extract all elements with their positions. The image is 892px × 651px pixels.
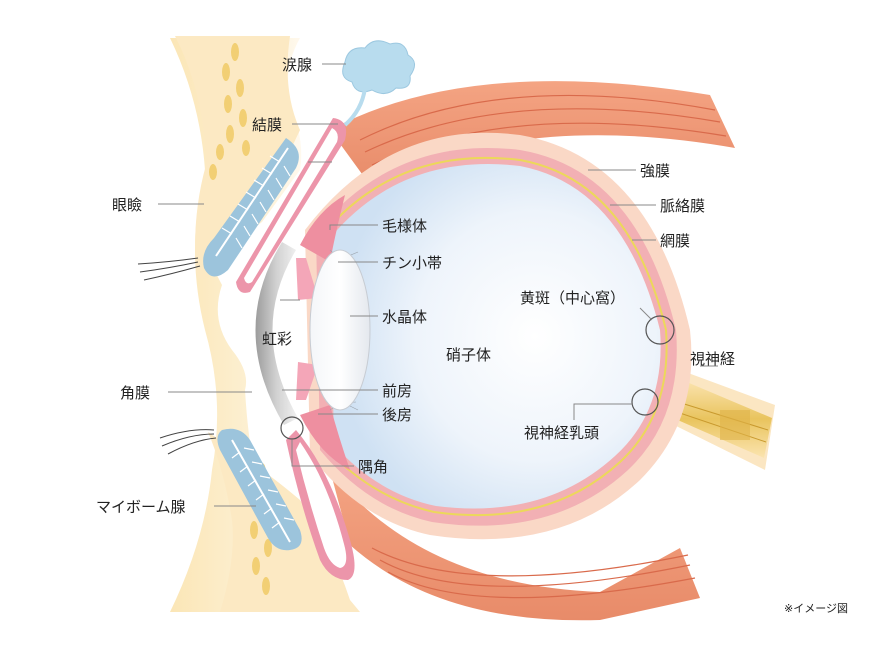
eyeball [305, 132, 692, 540]
label-posterior-chamber: 後房 [382, 406, 412, 424]
label-eyelid: 眼瞼 [112, 196, 142, 214]
label-cornea: 角膜 [120, 384, 150, 402]
macula-marker [645, 315, 675, 345]
image-note: ※イメージ図 [784, 602, 848, 615]
meibomian-gland-lower [217, 428, 302, 551]
leader-lines [158, 63, 718, 507]
optic-disc-marker [631, 388, 659, 416]
label-angle: 隅角 [358, 458, 388, 476]
label-ciliary-body: 毛様体 [382, 217, 427, 235]
conjunctiva-lower [286, 430, 355, 580]
label-zonule: チン小帯 [382, 254, 442, 272]
lacrimal-gland [342, 40, 415, 127]
label-macula: 黄斑（中心窩） [520, 289, 625, 307]
label-sclera: 強膜 [640, 162, 670, 180]
lower-muscle [330, 470, 700, 621]
meibomian-gland-upper [203, 138, 299, 277]
anterior-segment [255, 195, 371, 470]
label-choroid: 脈絡膜 [660, 197, 705, 215]
label-optic-nerve: 視神経 [690, 350, 735, 368]
label-meibomian-gland: マイボーム腺 [96, 498, 186, 516]
label-lacrimal-gland: 涙腺 [282, 56, 312, 74]
label-conjunctiva: 結膜 [252, 116, 282, 134]
label-lens: 水晶体 [382, 308, 427, 326]
label-retina: 網膜 [660, 232, 690, 250]
labels: 涙腺 結膜 眼瞼 毛様体 チン小帯 水晶体 虹彩 角膜 前房 後房 隅角 マイボ… [96, 56, 848, 615]
label-optic-disc: 視神経乳頭 [524, 424, 599, 442]
angle-marker [280, 416, 304, 440]
label-anterior-chamber: 前房 [382, 382, 412, 400]
label-iris: 虹彩 [262, 330, 292, 348]
eyelashes [137, 257, 217, 455]
label-vitreous: 硝子体 [446, 346, 491, 364]
